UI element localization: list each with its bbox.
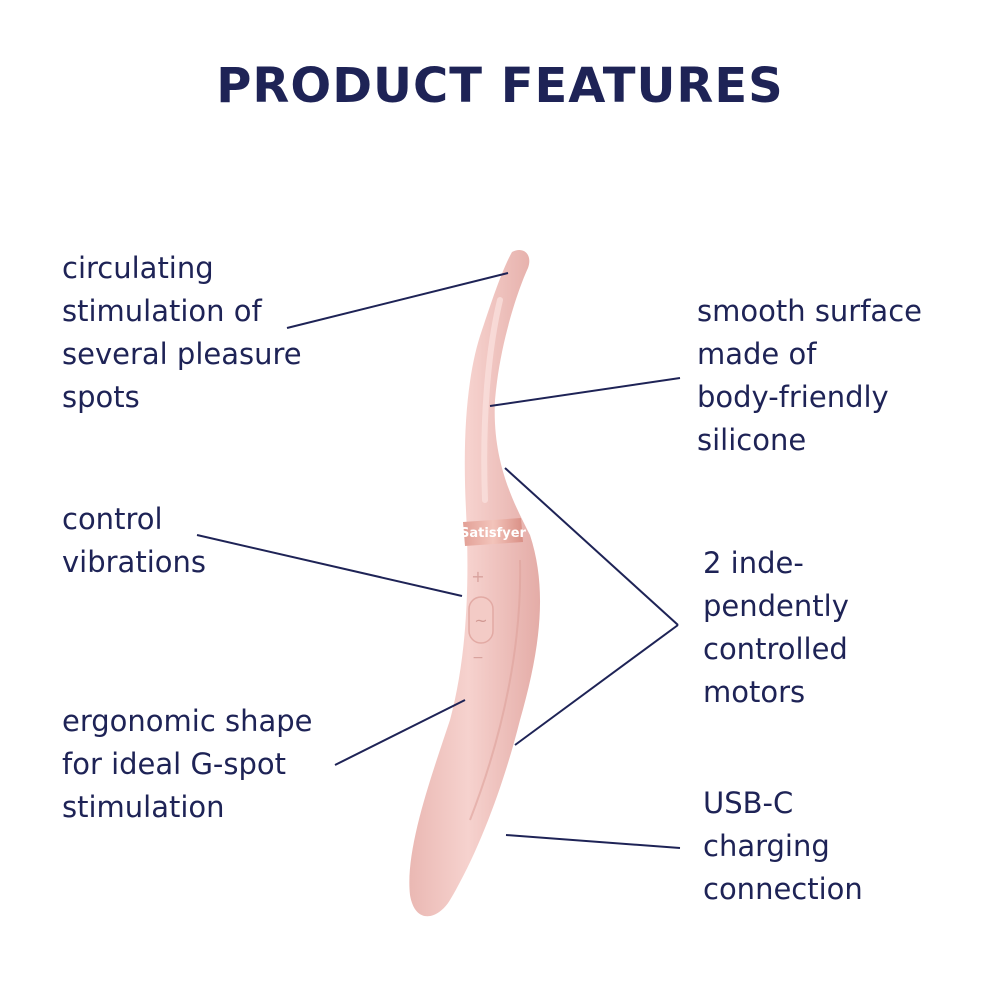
brand-band	[463, 518, 523, 546]
leader-line-usb	[505, 834, 681, 849]
leader-line-ergonomic	[334, 699, 466, 766]
feature-control-vibrations: control vibrations	[62, 498, 206, 584]
feature-line: body-friendly	[697, 380, 889, 414]
feature-line: control	[62, 502, 163, 536]
brand-logo: Satisfyer	[460, 526, 526, 541]
feature-line: vibrations	[62, 545, 206, 579]
leader-line-control	[196, 534, 463, 597]
feature-line: stimulation of	[62, 294, 262, 328]
vibrator-contour	[469, 559, 522, 821]
feature-line: silicone	[697, 423, 807, 457]
feature-two-motors: 2 inde- pendently controlled motors	[703, 542, 849, 714]
feature-line: connection	[703, 872, 863, 906]
feature-line: made of	[697, 337, 817, 371]
feature-line: pendently	[703, 589, 849, 623]
feature-line: charging	[703, 829, 830, 863]
leader-line-surface	[489, 377, 681, 407]
minus-button[interactable]: −	[472, 650, 484, 666]
leader-line-motors-lower	[514, 624, 679, 746]
feature-circulating-stimulation: circulating stimulation of several pleas…	[62, 247, 302, 419]
feature-line: spots	[62, 380, 140, 414]
feature-usb-c-charging: USB-C charging connection	[703, 782, 863, 911]
feature-line: 2 inde-	[703, 546, 804, 580]
leader-line-motors-upper	[504, 467, 679, 626]
feature-line: ergonomic shape	[62, 704, 313, 738]
mode-button[interactable]	[468, 596, 494, 644]
feature-ergonomic-shape: ergonomic shape for ideal G-spot stimula…	[62, 700, 313, 829]
feature-smooth-surface: smooth surface made of body-friendly sil…	[697, 290, 922, 462]
vibrator-body	[409, 249, 541, 917]
feature-line: stimulation	[62, 790, 225, 824]
vibrator-highlight	[481, 297, 503, 503]
feature-line: circulating	[62, 251, 214, 285]
wave-icon: ~	[474, 611, 487, 630]
feature-line: for ideal G-spot	[62, 747, 287, 781]
plus-button[interactable]: +	[471, 567, 484, 586]
feature-line: controlled	[703, 632, 848, 666]
feature-line: several pleasure	[62, 337, 302, 371]
page-title: PRODUCT FEATURES	[216, 58, 784, 114]
feature-line: USB-C	[703, 786, 794, 820]
feature-line: motors	[703, 675, 806, 709]
feature-line: smooth surface	[697, 294, 922, 328]
leader-lines	[196, 272, 681, 849]
leader-line-circulating	[286, 272, 509, 329]
